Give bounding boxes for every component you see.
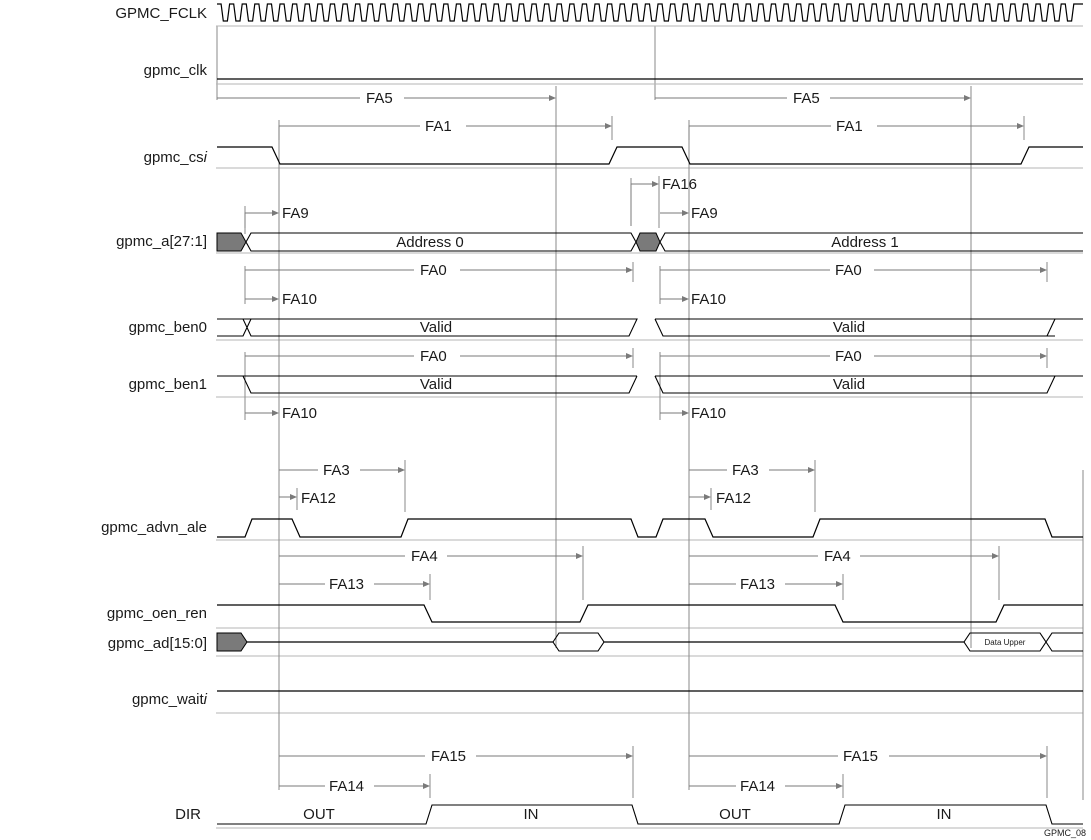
row-separators (216, 167, 1083, 829)
param-fa9-1: FA9 (282, 205, 309, 222)
param-fa4-1: FA4 (411, 548, 438, 565)
param-fa13-1: FA13 (329, 576, 364, 593)
param-fa0-1: FA0 (420, 262, 447, 279)
signal-label-gpmc-ben0: gpmc_ben0 (129, 319, 207, 336)
param-fa15-2: FA15 (843, 748, 878, 765)
param-fa15-1: FA15 (431, 748, 466, 765)
param-fa5-1: FA5 (366, 90, 393, 107)
signal-label-dir: DIR (175, 806, 201, 823)
dir-value-out-2: OUT (719, 806, 751, 823)
param-fa0-2: FA0 (835, 262, 862, 279)
bus-value-data-upper: Data Upper (985, 638, 1026, 647)
bus-value-address-1: Address 1 (831, 234, 899, 251)
reference-lines (216, 26, 1084, 800)
waveform-gpmc-clk (216, 78, 1083, 85)
param-fa10-4: FA10 (691, 405, 726, 422)
waveform-gpmc-oen-ren (217, 604, 1083, 623)
timing-parameter-labels: FA5 FA5 FA1 FA1 FA16 FA9 FA9 FA0 FA0 FA1… (282, 90, 878, 795)
signal-label-gpmc-clk: gpmc_clk (144, 62, 208, 79)
bus-value-ben0-valid-1: Valid (420, 319, 452, 336)
signal-label-gpmc-wait: gpmc_waiti (132, 691, 208, 708)
dir-value-in-2: IN (937, 806, 952, 823)
waveform-gpmc-advn-ale (217, 518, 1083, 538)
param-fa1-2: FA1 (836, 118, 863, 135)
waveform-gpmc-a (216, 232, 1083, 252)
param-fa1-1: FA1 (425, 118, 452, 135)
waveform-gpmc-ben0 (217, 318, 1083, 337)
signal-label-gpmc-ben1: gpmc_ben1 (129, 376, 207, 393)
param-fa13-2: FA13 (740, 576, 775, 593)
waveform-gpmc-ben1 (217, 375, 1083, 394)
param-fa10-2: FA10 (691, 291, 726, 308)
param-fa5-2: FA5 (793, 90, 820, 107)
signal-labels: GPMC_FCLK gpmc_clk gpmc_csi gpmc_a[27:1]… (101, 5, 208, 823)
param-fa0-3: FA0 (420, 348, 447, 365)
waveform-gpmc-cs (217, 146, 1083, 165)
param-fa16: FA16 (662, 176, 697, 193)
waveform-gpmc-fclk (217, 3, 1083, 22)
param-fa12-2: FA12 (716, 490, 751, 507)
param-fa12-1: FA12 (301, 490, 336, 507)
param-fa3-2: FA3 (732, 462, 759, 479)
signal-label-gpmc-fclk: GPMC_FCLK (115, 5, 207, 22)
bus-value-ben1-valid-1: Valid (420, 376, 452, 393)
signal-label-gpmc-a: gpmc_a[27:1] (116, 233, 207, 250)
param-fa9-2: FA9 (691, 205, 718, 222)
timing-arrows (217, 95, 1047, 789)
param-fa10-3: FA10 (282, 405, 317, 422)
param-fa3-1: FA3 (323, 462, 350, 479)
signal-label-gpmc-oen-ren: gpmc_oen_ren (107, 605, 207, 622)
figure-id: GPMC_08 (1044, 828, 1086, 838)
signal-label-gpmc-ad: gpmc_ad[15:0] (108, 635, 207, 652)
param-fa10-1: FA10 (282, 291, 317, 308)
dir-value-out-1: OUT (303, 806, 335, 823)
bus-value-ben1-valid-2: Valid (833, 376, 865, 393)
signal-label-gpmc-advn-ale: gpmc_advn_ale (101, 519, 207, 536)
param-fa14-2: FA14 (740, 778, 775, 795)
param-fa14-1: FA14 (329, 778, 364, 795)
bus-value-address-0: Address 0 (396, 234, 464, 251)
param-fa4-2: FA4 (824, 548, 851, 565)
signal-label-gpmc-cs: gpmc_csi (144, 149, 208, 166)
dir-value-in-1: IN (524, 806, 539, 823)
param-fa0-4: FA0 (835, 348, 862, 365)
bus-value-ben0-valid-2: Valid (833, 319, 865, 336)
waveform-dir (217, 804, 1083, 825)
waveform-gpmc-ad (216, 632, 1083, 652)
